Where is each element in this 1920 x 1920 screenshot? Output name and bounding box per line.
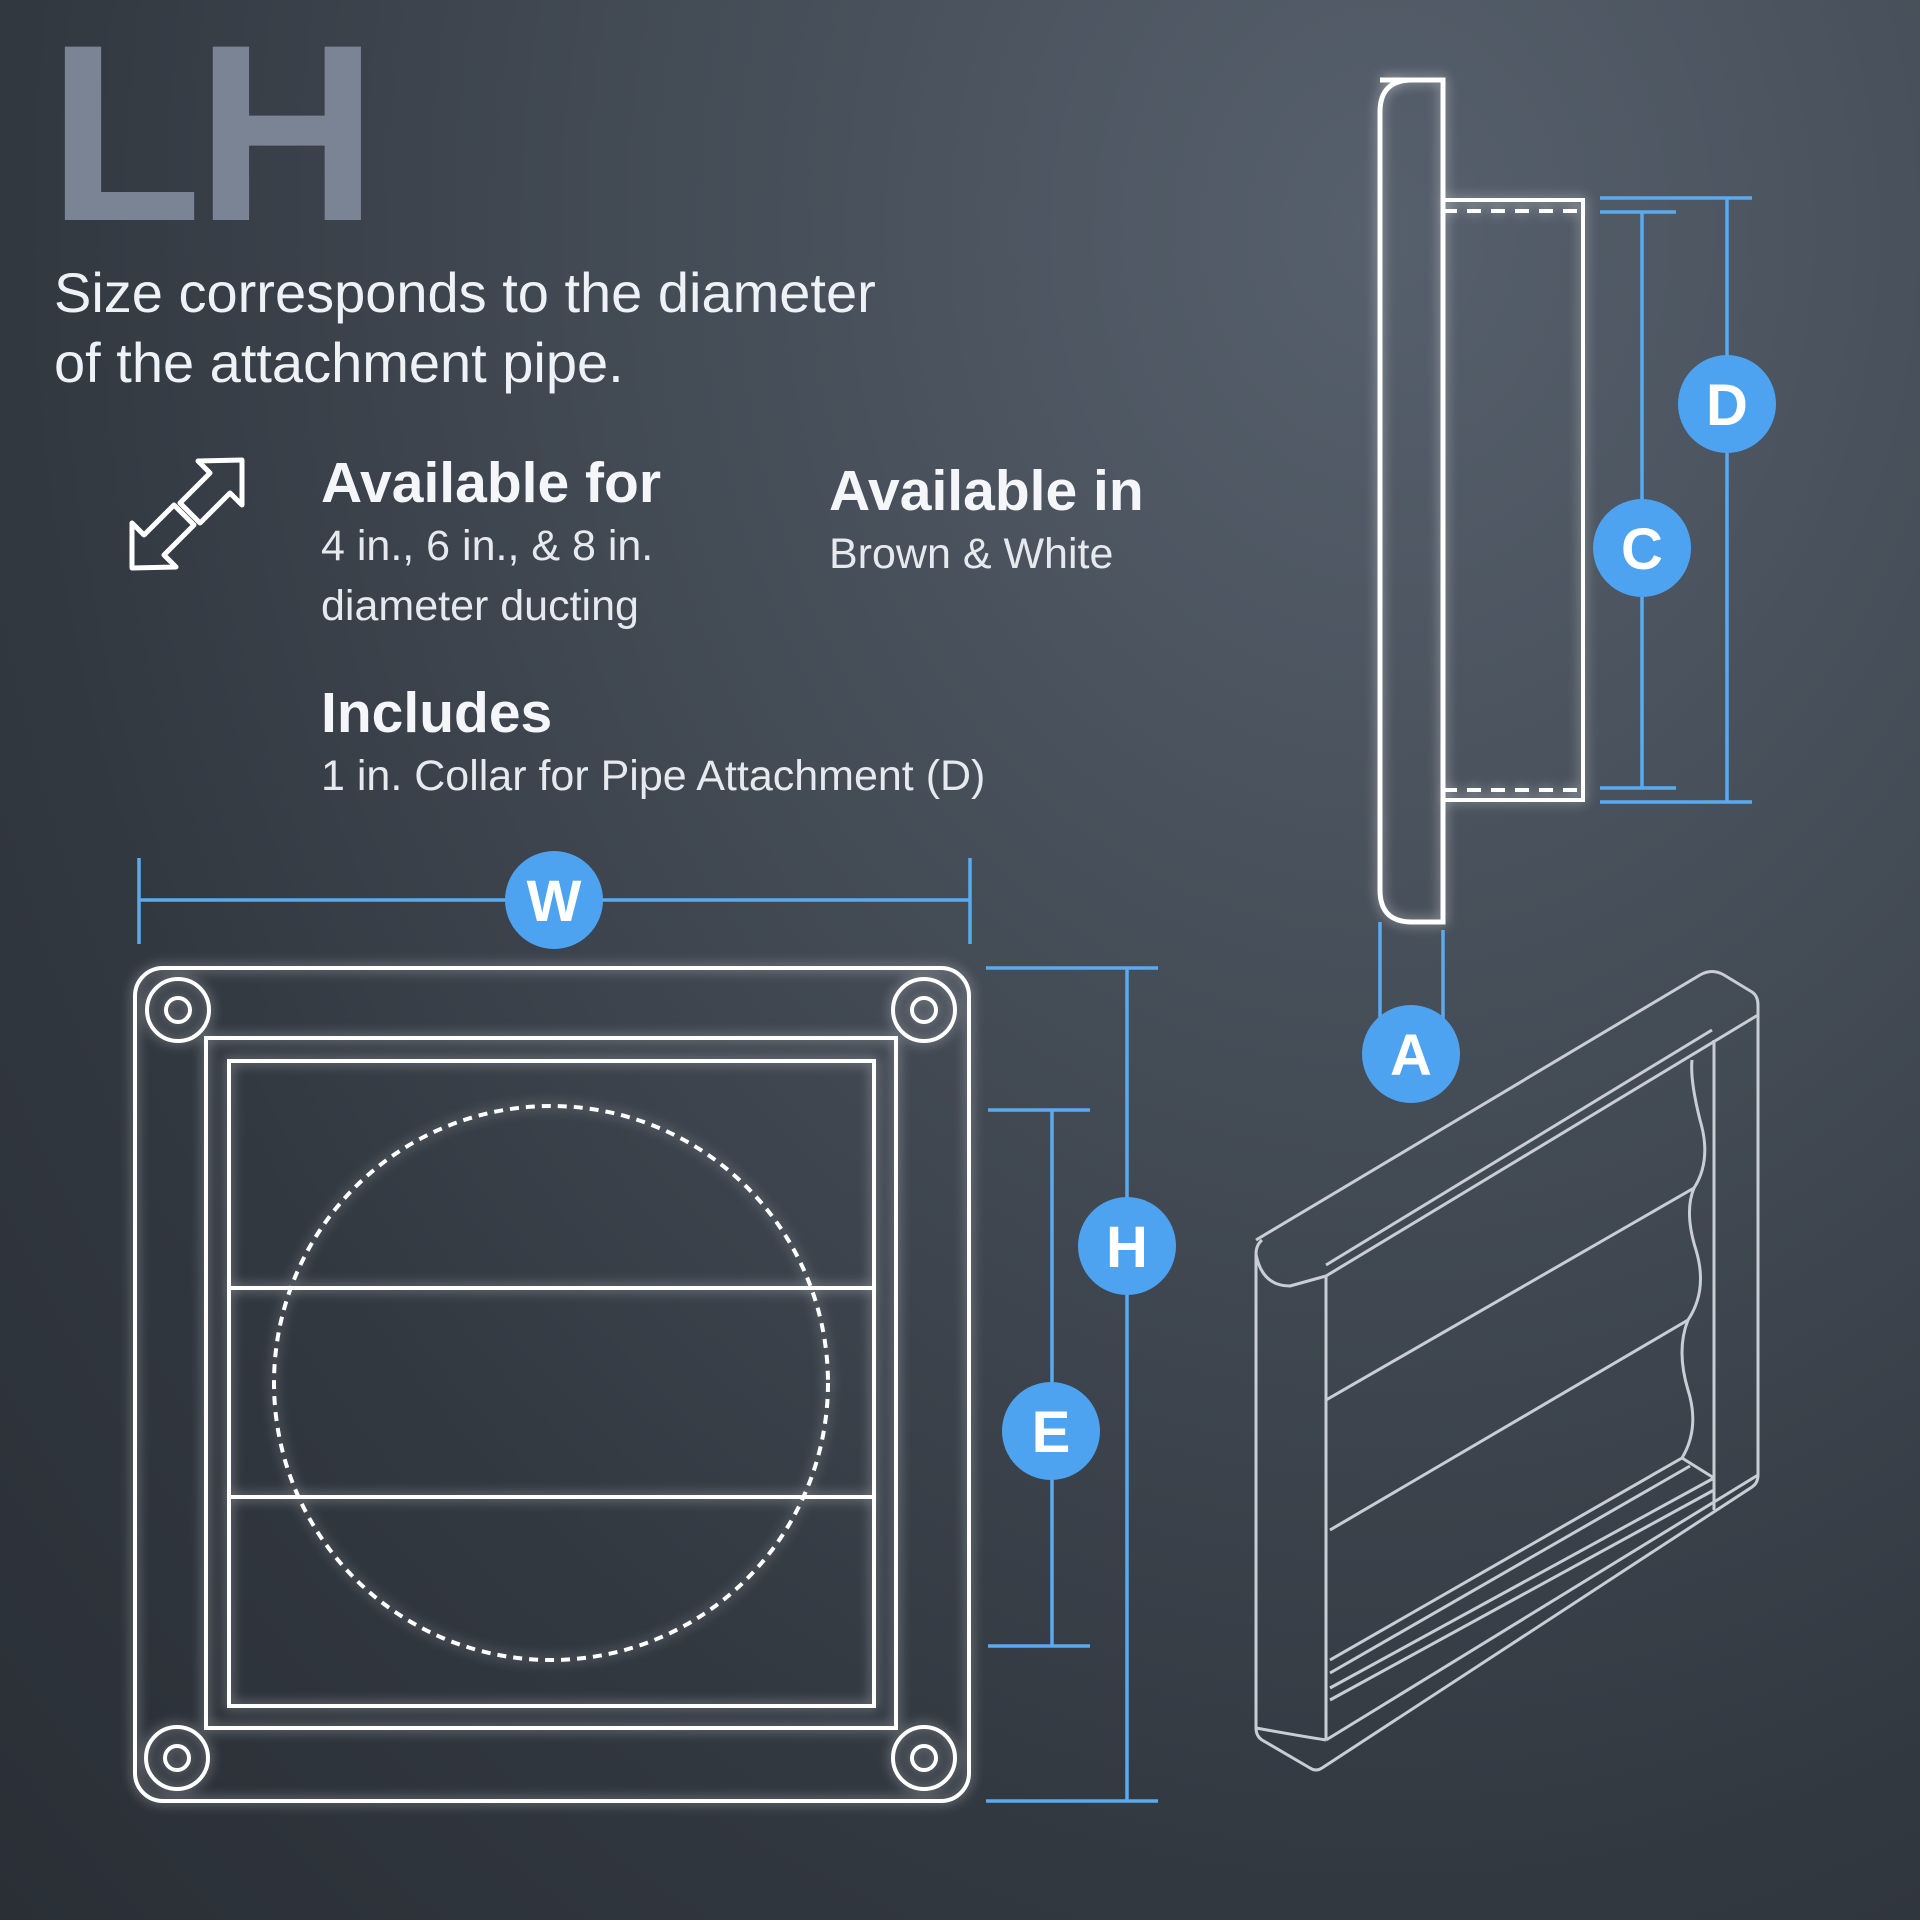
resize-arrows-icon — [129, 457, 245, 571]
includes-block: Includes 1 in. Collar for Pipe Attachmen… — [321, 680, 985, 806]
includes-text: 1 in. Collar for Pipe Attachment (D) — [321, 752, 986, 800]
size-description: Size corresponds to the diameter of the … — [54, 258, 876, 398]
marker-c: C — [1593, 499, 1691, 597]
marker-h: H — [1078, 1197, 1176, 1295]
available-for-line-1: 4 in., 6 in., & 8 in. — [321, 522, 654, 570]
marker-a: A — [1362, 1005, 1460, 1103]
front-screw-holes — [144, 977, 957, 1791]
includes-title: Includes — [321, 681, 553, 745]
marker-e: E — [1002, 1382, 1100, 1480]
front-inner-frame — [227, 1059, 876, 1708]
available-in-title: Available in — [829, 459, 1144, 523]
marker-c-label: C — [1621, 517, 1663, 582]
front-pipe-outline — [272, 1104, 830, 1662]
size-description-line-2: of the attachment pipe. — [54, 331, 624, 394]
marker-h-label: H — [1106, 1215, 1148, 1280]
side-view — [1377, 77, 1585, 925]
marker-w-label: W — [527, 869, 582, 934]
available-in-colors: Brown & White — [829, 530, 1114, 578]
front-outer-flange — [133, 966, 971, 1803]
model-code: LH — [48, 0, 378, 274]
marker-e-label: E — [1032, 1400, 1071, 1465]
isometric-view — [1254, 970, 1760, 1772]
available-for-block: Available for 4 in., 6 in., & 8 in. diam… — [321, 450, 661, 636]
marker-a-label: A — [1390, 1023, 1432, 1088]
available-in-block: Available in Brown & White — [829, 458, 1144, 584]
side-flange — [1377, 77, 1446, 925]
available-for-line-2: diameter ducting — [321, 582, 639, 630]
marker-w: W — [505, 851, 603, 949]
dimension-lines — [137, 196, 1752, 1803]
front-view — [133, 966, 971, 1803]
side-collar — [1441, 198, 1585, 802]
available-for-sizes: 4 in., 6 in., & 8 in. diameter ducting — [321, 516, 661, 636]
marker-d-label: D — [1706, 373, 1748, 438]
size-description-line-1: Size corresponds to the diameter — [54, 261, 876, 324]
marker-d: D — [1678, 355, 1776, 453]
front-middle-frame — [204, 1036, 898, 1730]
available-for-title: Available for — [321, 451, 661, 515]
